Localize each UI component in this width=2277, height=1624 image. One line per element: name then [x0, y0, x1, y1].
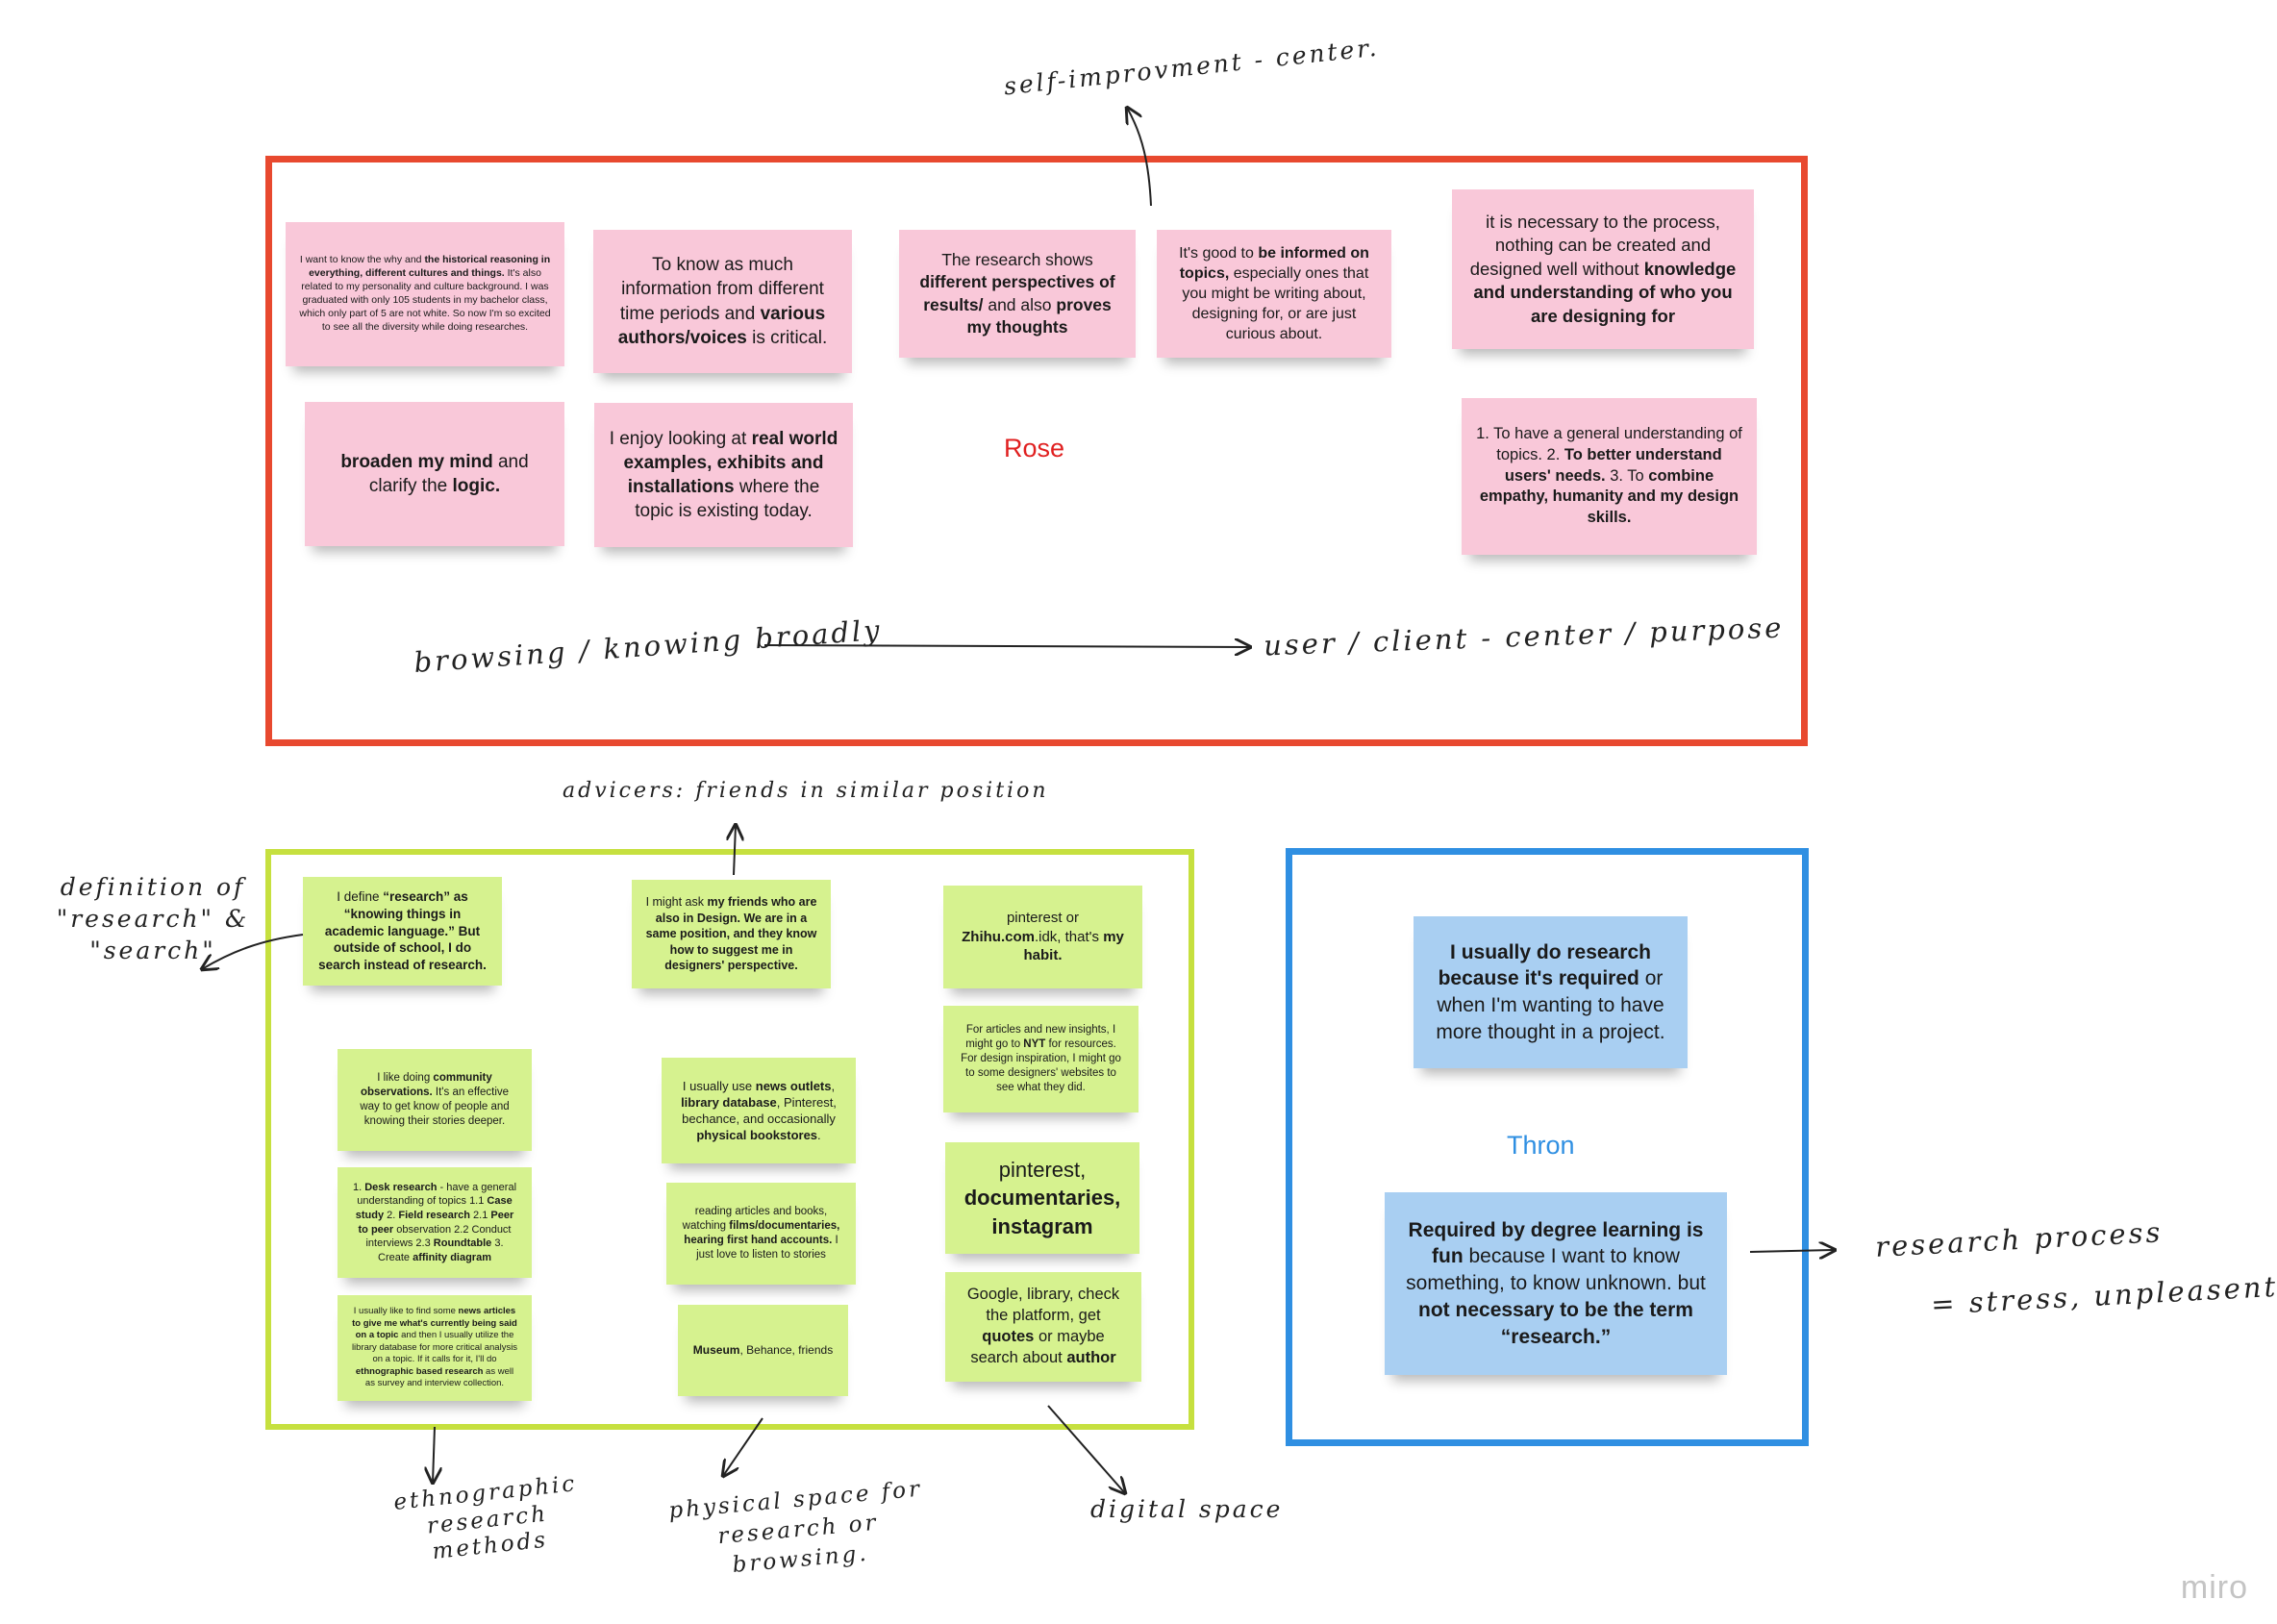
- group-label-thron: Thron: [1507, 1131, 1575, 1160]
- sticky-note[interactable]: It's good to be informed on topics, espe…: [1157, 230, 1391, 358]
- arrow-to-definition: [202, 934, 304, 969]
- sticky-note-text: It's good to be informed on topics, espe…: [1179, 244, 1369, 343]
- annotation-definition: definition of "research" & "search": [56, 873, 250, 964]
- sticky-note[interactable]: For articles and new insights, I might g…: [943, 1006, 1138, 1112]
- sticky-note-text: Museum, Behance, friends: [692, 1342, 834, 1357]
- sticky-note[interactable]: I usually use news outlets, library data…: [662, 1058, 856, 1163]
- sticky-note-text: I usually like to find some news article…: [351, 1306, 518, 1389]
- sticky-note[interactable]: 1. To have a general understanding of to…: [1462, 398, 1757, 555]
- sticky-note[interactable]: pinterest, documentaries, instagram: [945, 1142, 1139, 1254]
- sticky-note-text: I define “research” as “knowing things i…: [318, 888, 487, 973]
- sticky-note-text: pinterest or Zhihu.com.idk, that's my ha…: [962, 909, 1124, 964]
- sticky-note-text: broaden my mind and clarify the logic.: [340, 451, 529, 496]
- sticky-note[interactable]: I enjoy looking at real world examples, …: [594, 403, 853, 547]
- sticky-note-text: pinterest, documentaries, instagram: [963, 1158, 1121, 1238]
- sticky-note[interactable]: The research shows different perspective…: [899, 230, 1136, 358]
- sticky-note-text: I usually use news outlets, library data…: [681, 1078, 837, 1143]
- sticky-note[interactable]: Museum, Behance, friends: [678, 1305, 848, 1396]
- sticky-note[interactable]: Google, library, check the platform, get…: [945, 1272, 1141, 1382]
- sticky-note[interactable]: I usually like to find some news article…: [338, 1295, 532, 1401]
- arrow-to-research-process: [1749, 1250, 1835, 1252]
- arrow-to-self-improvement: [1127, 108, 1152, 207]
- arrow-to-advicers: [734, 825, 736, 876]
- annotation-digital-space: digital space: [1090, 1495, 1284, 1523]
- sticky-note[interactable]: I define “research” as “knowing things i…: [303, 877, 502, 986]
- sticky-note[interactable]: I usually do research because it's requi…: [1414, 916, 1688, 1068]
- sticky-note[interactable]: reading articles and books, watching fil…: [666, 1183, 856, 1285]
- arrow-browsing-to-user: [763, 645, 1250, 647]
- arrow-to-ethnographic: [433, 1426, 435, 1483]
- sticky-note-text: The research shows different perspective…: [919, 250, 1115, 337]
- sticky-note-text: I enjoy looking at real world examples, …: [609, 428, 838, 522]
- sticky-note-text: it is necessary to the process, nothing …: [1469, 211, 1737, 326]
- group-label-rose: Rose: [1004, 434, 1065, 462]
- sticky-note-text: I like doing community observations. It'…: [360, 1071, 510, 1128]
- sticky-note-text: reading articles and books, watching fil…: [682, 1205, 840, 1262]
- sticky-note[interactable]: To know as much information from differe…: [593, 230, 852, 373]
- sticky-note[interactable]: I might ask my friends who are also in D…: [632, 880, 831, 988]
- sticky-note-text: Required by degree learning is fun becau…: [1406, 1218, 1706, 1348]
- sticky-note[interactable]: I want to know the why and the historica…: [286, 222, 564, 366]
- sticky-note[interactable]: pinterest or Zhihu.com.idk, that's my ha…: [943, 886, 1142, 988]
- sticky-note-text: 1. Desk research - have a general unders…: [352, 1181, 517, 1263]
- arrow-to-digital: [1047, 1405, 1125, 1493]
- sticky-note[interactable]: 1. Desk research - have a general unders…: [338, 1167, 532, 1278]
- sticky-note-text: To know as much information from differe…: [617, 255, 828, 348]
- sticky-note[interactable]: broaden my mind and clarify the logic.: [305, 402, 564, 546]
- sticky-note-text: I usually do research because it's requi…: [1436, 940, 1665, 1043]
- sticky-note[interactable]: it is necessary to the process, nothing …: [1452, 189, 1754, 349]
- sticky-note[interactable]: Required by degree learning is fun becau…: [1385, 1192, 1727, 1375]
- sticky-note-text: 1. To have a general understanding of to…: [1476, 425, 1742, 527]
- sticky-note-text: I want to know the why and the historica…: [299, 254, 551, 333]
- sticky-note-text: For articles and new insights, I might g…: [961, 1023, 1121, 1094]
- sticky-note-text: I might ask my friends who are also in D…: [645, 895, 817, 973]
- miro-logo: miro: [2180, 1569, 2248, 1606]
- sticky-note[interactable]: I like doing community observations. It'…: [338, 1049, 532, 1151]
- rose-group-frame[interactable]: [265, 156, 1808, 746]
- annotation-advicers: advicers: friends in similar position: [563, 779, 1049, 803]
- green-group-frame[interactable]: [265, 849, 1194, 1430]
- sticky-note-text: Google, library, check the platform, get…: [966, 1286, 1120, 1366]
- arrow-to-physical: [723, 1417, 763, 1476]
- thron-group-frame[interactable]: [1286, 848, 1809, 1446]
